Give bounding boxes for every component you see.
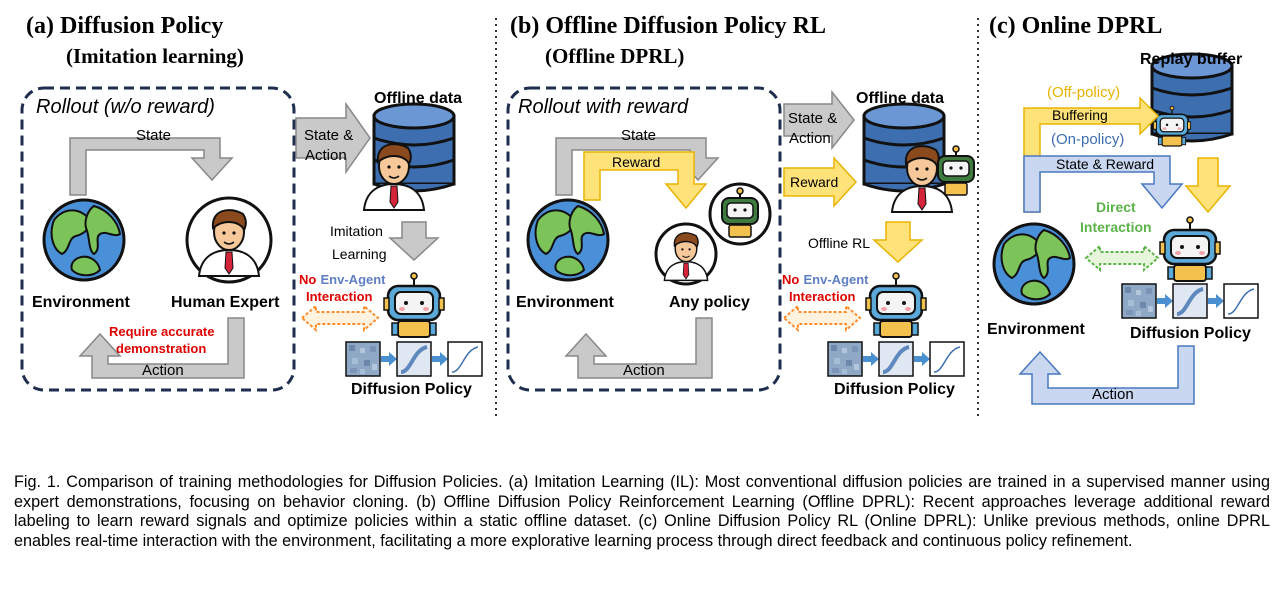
buffering-label: Buffering bbox=[1052, 107, 1108, 123]
panel-c-title: (c) Online DPRL bbox=[989, 13, 1163, 39]
reward-arrow-label: Reward bbox=[790, 174, 839, 190]
interaction-label: Interaction bbox=[1080, 219, 1152, 235]
action-label-a: Action bbox=[142, 362, 184, 379]
state-reward-label: State & Reward bbox=[1056, 156, 1155, 172]
on-policy-label: (On-policy) bbox=[1051, 131, 1125, 148]
no-interaction-arrow-b bbox=[782, 303, 862, 333]
panel-b-subtitle: (Offline DPRL) bbox=[545, 44, 685, 68]
state-reward-arrow bbox=[1023, 155, 1184, 213]
require-note-line1: Require accurate bbox=[109, 324, 215, 339]
no-env-line2-a: Interaction bbox=[306, 289, 373, 304]
rollout-label-b: Rollout with reward bbox=[518, 96, 689, 118]
state-action-label-b1: State & bbox=[788, 110, 838, 127]
reward-label-b: Reward bbox=[612, 154, 661, 170]
panel-a-title: (a) Diffusion Policy bbox=[26, 13, 224, 39]
state-action-arrow-a bbox=[295, 101, 371, 175]
imitation-label-2: Learning bbox=[332, 246, 387, 262]
reward-arrow-b bbox=[583, 151, 708, 210]
imitation-arrow bbox=[388, 221, 440, 262]
noise-square-icon bbox=[827, 341, 863, 377]
environment-label-c: Environment bbox=[987, 321, 1085, 338]
direct-interaction-arrow bbox=[1084, 243, 1160, 273]
curve-square-icon bbox=[1171, 282, 1209, 320]
action-label-b: Action bbox=[623, 362, 665, 379]
rollout-box-b bbox=[506, 86, 782, 392]
direct-label: Direct bbox=[1096, 199, 1136, 215]
curve-square-icon bbox=[877, 340, 915, 378]
figure-caption: Fig. 1. Comparison of training methodolo… bbox=[14, 473, 1270, 550]
noise-square-icon bbox=[345, 341, 381, 377]
curve-square-icon bbox=[447, 341, 483, 377]
offline-rl-arrow bbox=[872, 221, 924, 264]
no-env-line1-b: No Env-Agent bbox=[782, 271, 869, 288]
env-agent-label: Env-Agent bbox=[320, 272, 386, 287]
no-label: No bbox=[299, 272, 317, 287]
rollout-box-a bbox=[20, 86, 296, 392]
state-action-label-a2: Action bbox=[305, 147, 347, 164]
state-label-b: State bbox=[621, 127, 657, 144]
robot-icon bbox=[382, 271, 446, 339]
diffusion-policy-label-b: Diffusion Policy bbox=[834, 381, 955, 398]
offline-data-label-b: Offline data bbox=[856, 90, 945, 107]
action-arrow-a bbox=[78, 317, 245, 379]
replay-buffer-label: Replay buffer bbox=[1140, 51, 1243, 68]
no-interaction-arrow-a bbox=[300, 303, 380, 333]
environment-label-b: Environment bbox=[516, 294, 614, 311]
any-policy-label: Any policy bbox=[669, 294, 750, 311]
state-action-label-b2: Action bbox=[789, 130, 831, 147]
environment-label-a: Environment bbox=[32, 294, 130, 311]
robot-icon bbox=[864, 271, 928, 339]
action-arrow-b bbox=[564, 317, 713, 379]
human-expert-label: Human Expert bbox=[171, 294, 280, 311]
imitation-label-1: Imitation bbox=[330, 223, 383, 239]
earth-icon bbox=[42, 198, 126, 282]
off-policy-label: (Off-policy) bbox=[1047, 84, 1121, 101]
diffusion-policy-label-c: Diffusion Policy bbox=[1130, 325, 1251, 342]
no-env-line1-a: No Env-Agent bbox=[299, 271, 386, 288]
curve-square-icon bbox=[1223, 283, 1259, 319]
action-arrow-c bbox=[1018, 345, 1195, 405]
no-label: No bbox=[782, 272, 800, 287]
offline-data-label-a: Offline data bbox=[374, 90, 463, 107]
env-agent-label: Env-Agent bbox=[803, 272, 869, 287]
state-arrow-a bbox=[69, 137, 234, 196]
rollout-label-a: Rollout (w/o reward) bbox=[36, 96, 215, 118]
robot-icon bbox=[1158, 215, 1222, 283]
state-action-arrow-b bbox=[783, 89, 855, 151]
state-label-a: State bbox=[136, 127, 172, 144]
state-action-label-a1: State & bbox=[304, 127, 354, 144]
diffusion-policy-label-a: Diffusion Policy bbox=[351, 381, 472, 398]
earth-icon bbox=[526, 198, 610, 282]
reward-arrow-to-db bbox=[783, 156, 858, 208]
panel-a-subtitle: (Imitation learning) bbox=[66, 44, 244, 68]
no-env-line2-b: Interaction bbox=[789, 289, 856, 304]
require-note-line2: demonstration bbox=[116, 341, 207, 356]
curve-square-icon bbox=[929, 341, 965, 377]
offline-rl-label: Offline RL bbox=[808, 235, 870, 251]
earth-icon bbox=[992, 222, 1076, 306]
noise-square-icon bbox=[1121, 283, 1157, 319]
action-label-c: Action bbox=[1092, 386, 1134, 403]
curve-square-icon bbox=[395, 340, 433, 378]
panel-b-title: (b) Offline Diffusion Policy RL bbox=[510, 13, 826, 39]
replay-to-policy-arrow bbox=[1184, 157, 1232, 214]
